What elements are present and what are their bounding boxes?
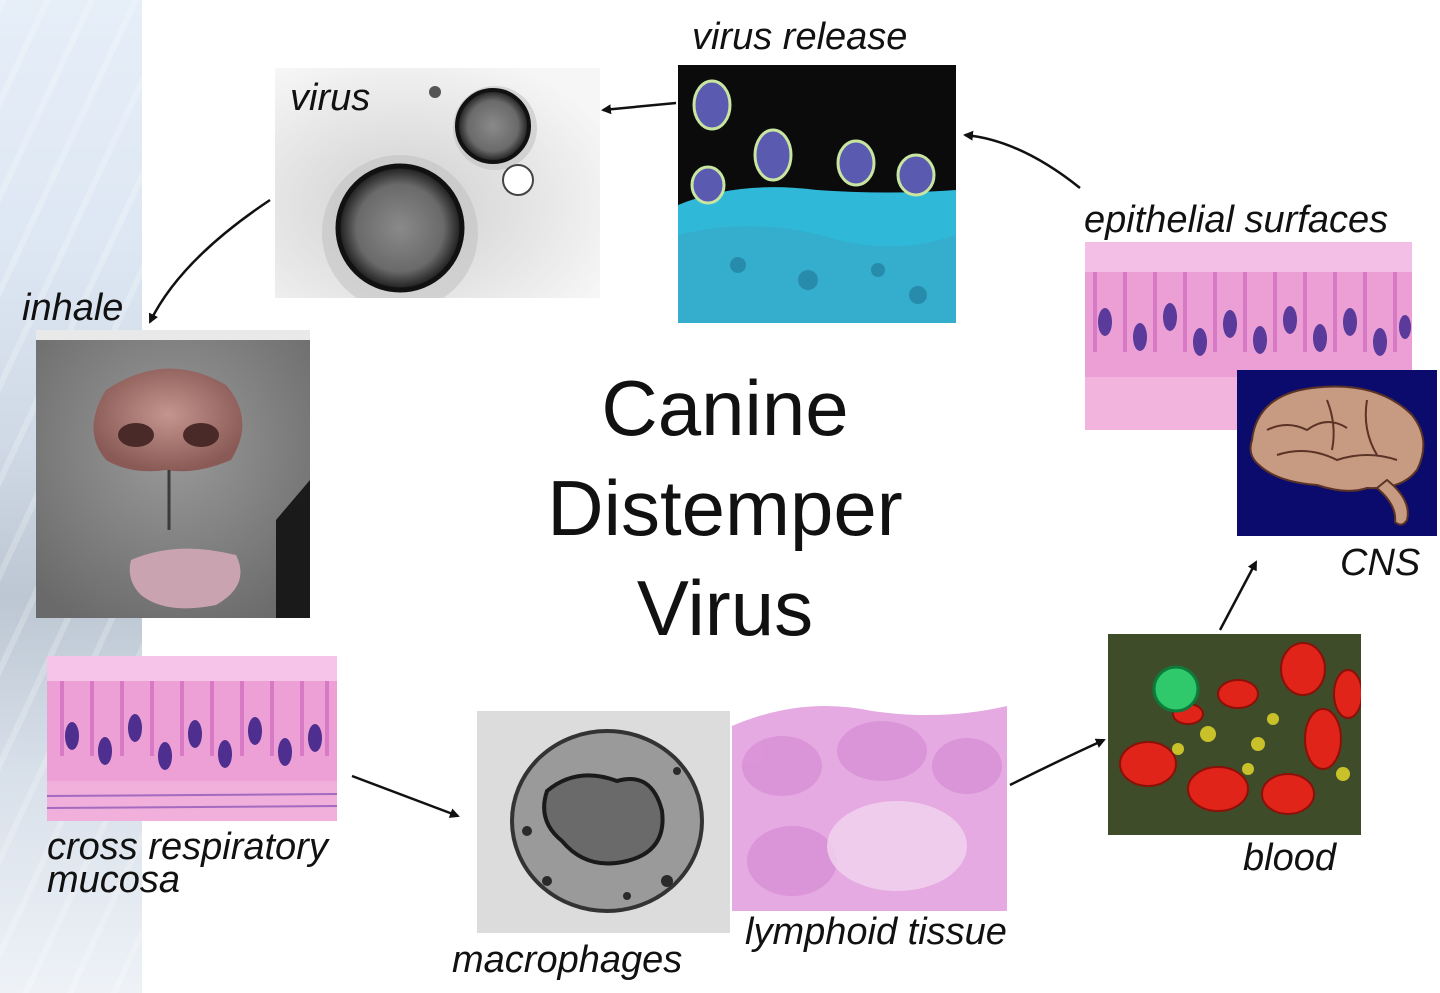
label-virus: virus	[290, 77, 371, 119]
label-respiratory-line2: mucosa	[47, 859, 181, 901]
arrow-epithelial-to-release	[963, 130, 1081, 189]
title-line-3: Virus	[636, 564, 814, 652]
arrow-mucosa-to-macrophages	[351, 774, 460, 818]
arrow-virus-to-inhale	[148, 198, 271, 324]
label-inhale: inhale	[22, 287, 124, 329]
virus-release-micrograph	[678, 65, 956, 323]
label-epithelial-surfaces: epithelial surfaces	[1084, 199, 1389, 241]
arrow-release-to-virus	[601, 101, 677, 115]
dog-nose-photo	[36, 330, 310, 618]
label-respiratory-line1: cross respiratory	[47, 826, 328, 868]
label-lymphoid-tissue: lymphoid tissue	[745, 911, 1007, 953]
arrow-lymphoid-to-blood	[1009, 738, 1106, 787]
lymphoid-tissue-image	[732, 696, 1007, 911]
title-line-1: Canine	[601, 364, 849, 452]
label-macrophages: macrophages	[452, 939, 683, 981]
virus-micrograph	[275, 68, 600, 298]
label-blood: blood	[1243, 837, 1336, 879]
cns-brain-image	[1237, 370, 1437, 536]
title-line-2: Distemper	[547, 464, 903, 552]
label-cns: CNS	[1340, 542, 1421, 584]
macrophage-micrograph	[477, 711, 730, 933]
diagram-title: Canine Distemper Virus	[500, 358, 950, 658]
blood-cells-image	[1108, 634, 1361, 835]
arrow-blood-to-cns	[1218, 560, 1258, 631]
respiratory-mucosa-histology	[47, 656, 337, 821]
label-virus-release: virus release	[692, 16, 908, 58]
